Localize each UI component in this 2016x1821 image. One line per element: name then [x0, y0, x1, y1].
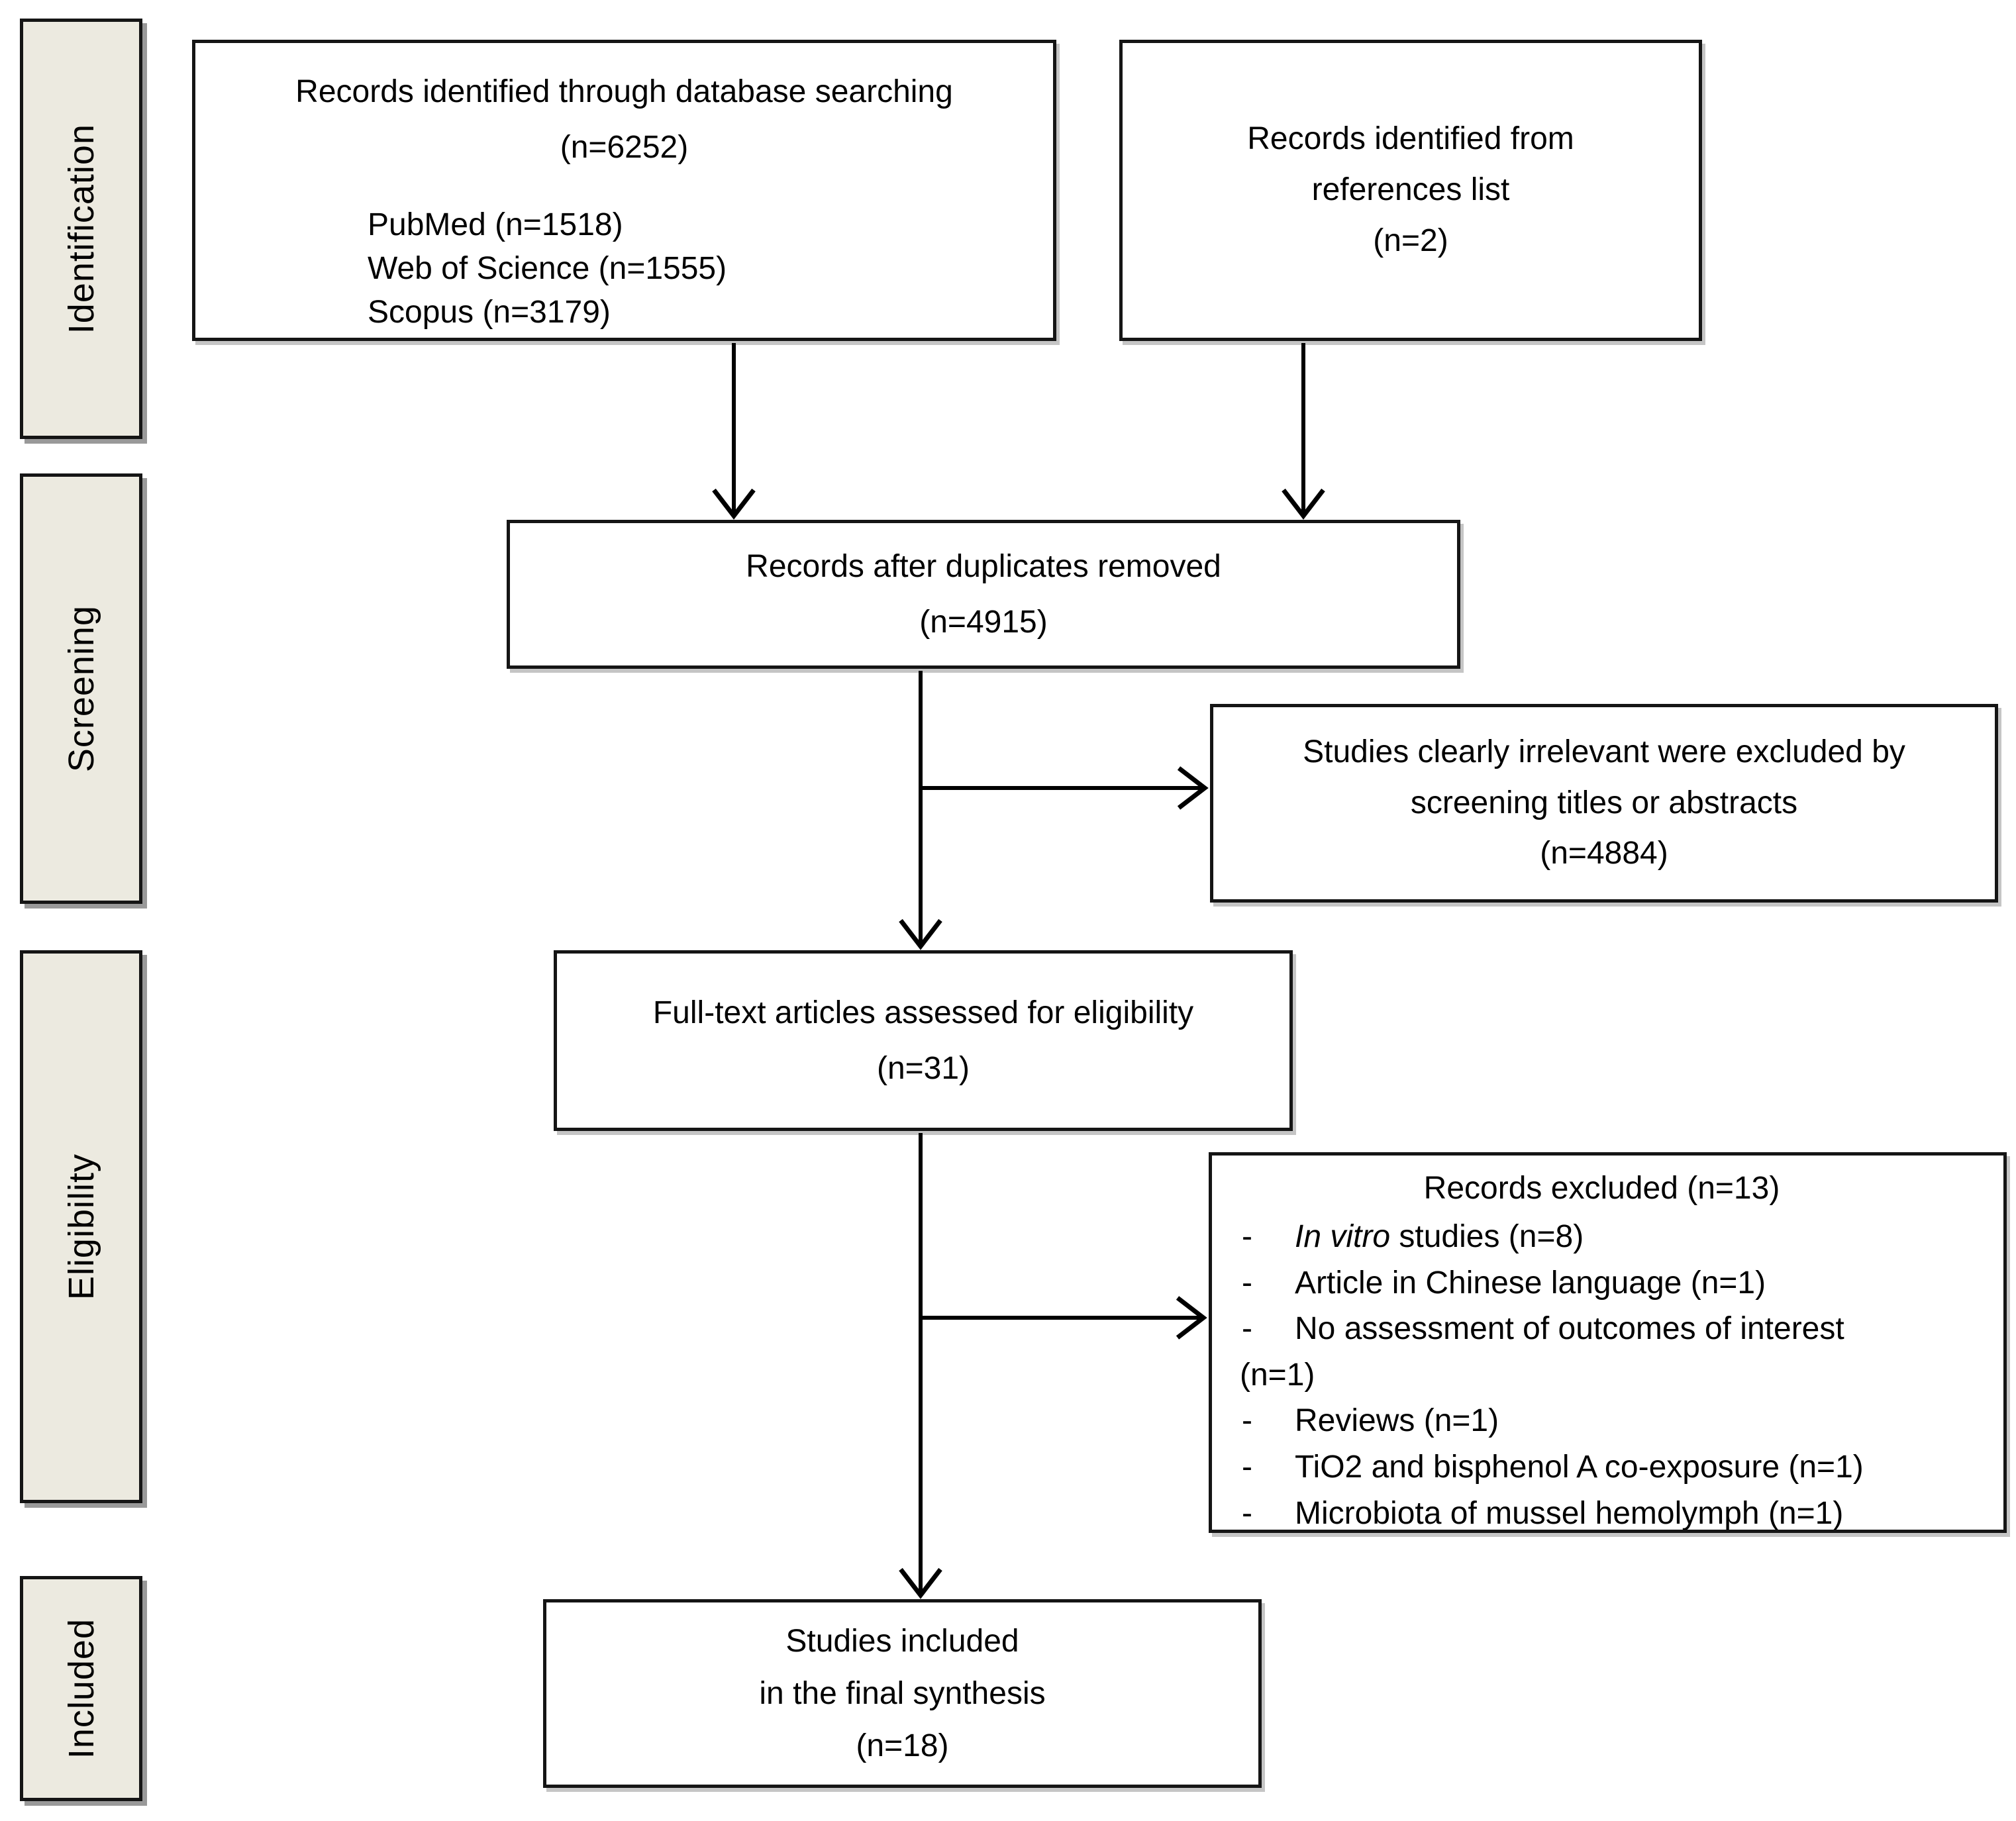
flow-box-database-search: Records identified through database sear…	[192, 40, 1056, 341]
excluded-item-text: In vitro studies (n=8)	[1295, 1214, 1991, 1260]
duplicates-removed-text: Records after duplicates removed (n=4915…	[746, 548, 1221, 640]
final-synthesis-text: Studies included in the final synthesis …	[759, 1623, 1046, 1764]
excluded-item: - Reviews (n=1)	[1212, 1398, 1991, 1444]
excluded-item: - In vitro studies (n=8)	[1212, 1214, 1991, 1260]
excluded-item: - No assessment of outcomes of interest	[1212, 1306, 1991, 1352]
bullet-dash: -	[1242, 1265, 1252, 1301]
excluded-item: - Article in Chinese language (n=1)	[1212, 1260, 1991, 1306]
bullet-dash: -	[1242, 1219, 1252, 1254]
bullet-dash: -	[1242, 1495, 1252, 1531]
arrow-duplicates-to-fulltext-head	[899, 918, 942, 950]
bullet-dash: -	[1242, 1403, 1252, 1439]
excluded-item-text: Reviews (n=1)	[1295, 1403, 1499, 1439]
records-excluded-title: Records excluded (n=13)	[1423, 1171, 1780, 1206]
flow-box-records-excluded: Records excluded (n=13) - In vitro studi…	[1209, 1152, 2007, 1533]
arrow-references-to-duplicates-head	[1282, 488, 1325, 520]
flow-box-fulltext-assessed: Full-text articles assessed for eligibil…	[554, 950, 1293, 1131]
stage-label-identification: Identification	[61, 123, 101, 334]
arrow-branch-to-excluded-head	[1176, 1296, 1207, 1340]
excluded-item: - Microbiota of mussel hemolymph (n=1)	[1212, 1491, 1991, 1531]
stage-box-included: Included	[20, 1576, 142, 1801]
excluded-item-text: (n=1)	[1240, 1357, 1315, 1393]
excluded-item-wrap-line: (n=1)	[1212, 1352, 1991, 1399]
stage-label-included: Included	[61, 1618, 101, 1759]
stage-box-identification: Identification	[20, 19, 142, 439]
stage-label-screening: Screening	[61, 605, 101, 773]
database-search-text: Records identified through database sear…	[295, 74, 953, 165]
excluded-item-text: Microbiota of mussel hemolymph (n=1)	[1295, 1495, 1844, 1531]
excluded-item: - TiO2 and bisphenol A co-exposure (n=1)	[1212, 1444, 1991, 1491]
arrow-dbsearch-to-duplicates-head	[712, 488, 756, 520]
references-list-text: Records identified from references list …	[1247, 121, 1574, 258]
irrelevant-excluded-text: Studies clearly irrelevant were excluded…	[1303, 734, 1905, 871]
excluded-item-text: No assessment of outcomes of interest	[1295, 1311, 1844, 1347]
arrow-fulltext-to-included-head	[899, 1567, 942, 1599]
excluded-item-text: TiO2 and bisphenol A co-exposure (n=1)	[1295, 1449, 1864, 1485]
arrow-branch-to-irrelevant-head	[1177, 766, 1209, 810]
flow-box-references-list: Records identified from references list …	[1119, 40, 1702, 341]
bullet-dash: -	[1242, 1449, 1252, 1485]
stage-box-screening: Screening	[20, 473, 142, 904]
fulltext-assessed-text: Full-text articles assessed for eligibil…	[652, 995, 1194, 1086]
excluded-item-rest: studies (n=8)	[1390, 1219, 1584, 1254]
excluded-item-italic: In vitro	[1295, 1219, 1391, 1254]
stage-box-eligibility: Eligibility	[20, 950, 142, 1503]
flow-box-duplicates-removed: Records after duplicates removed (n=4915…	[507, 520, 1460, 669]
flow-box-final-synthesis: Studies included in the final synthesis …	[543, 1599, 1262, 1788]
excluded-item-text: Article in Chinese language (n=1)	[1295, 1265, 1766, 1301]
stage-label-eligibility: Eligibility	[61, 1153, 101, 1301]
flow-box-irrelevant-excluded: Studies clearly irrelevant were excluded…	[1210, 704, 1998, 903]
database-sources-list: PubMed (n=1518) Web of Science (n=1555) …	[368, 207, 727, 330]
bullet-dash: -	[1242, 1311, 1252, 1347]
